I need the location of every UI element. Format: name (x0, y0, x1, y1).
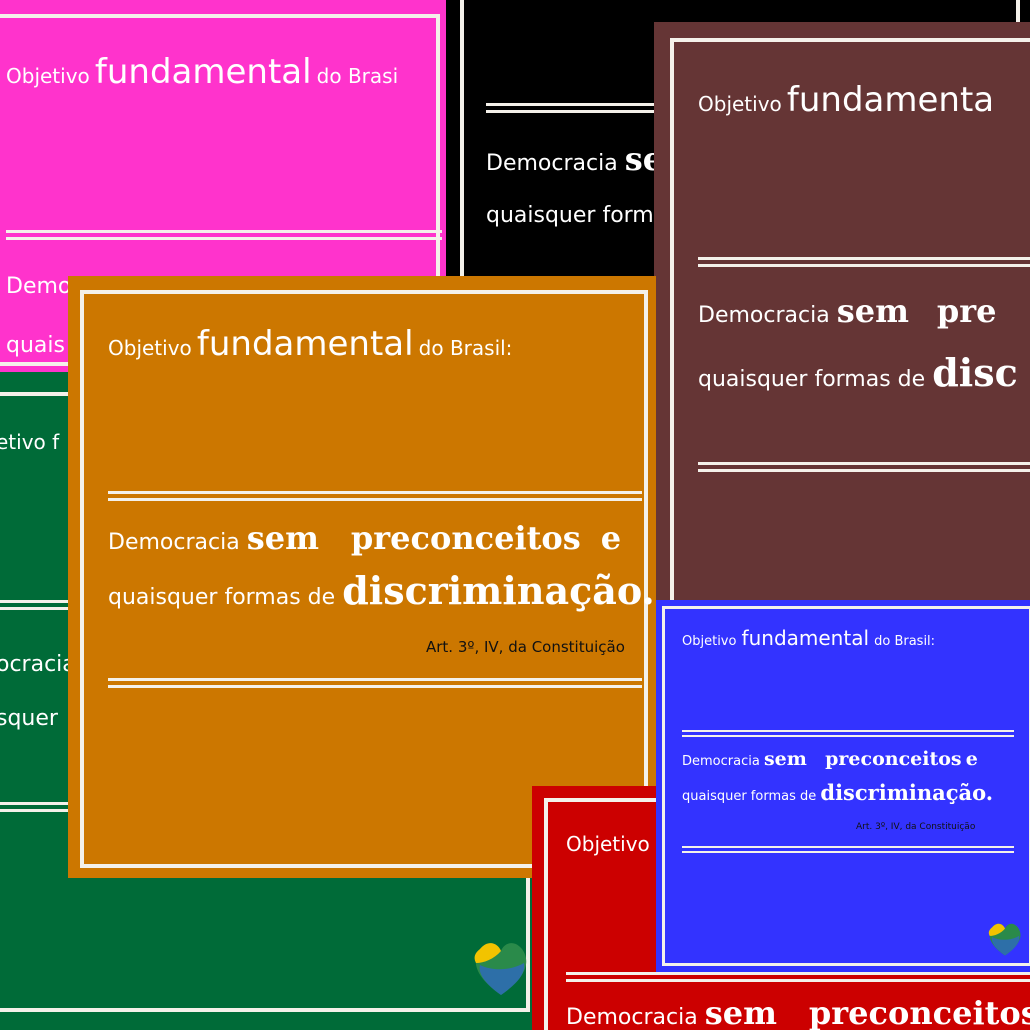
card-brown-line1-bold-1: sem (836, 292, 909, 330)
card-pink-line2: quais (6, 333, 65, 358)
card-blue-line1-bold-2: preconceitos (825, 748, 962, 770)
card-blue-reference: Art. 3º, IV, da Constituição (856, 822, 976, 832)
card-blue-line1-small: Democracia (682, 754, 760, 769)
card-pink-title-big: fundamental (94, 52, 312, 92)
heart-logo-icon (988, 923, 1021, 956)
card-green-title: etivo f (0, 430, 59, 454)
card-brown-rule-2 (698, 462, 1030, 472)
card-blue-title: Objetivo fundamental do Brasil: (682, 626, 935, 650)
card-brown-rule-1 (698, 257, 1030, 267)
card-orange-line2-small: quaisquer formas de (108, 585, 336, 610)
card-brown-title-small: Objetivo (698, 92, 782, 116)
card-orange-line2: quaisquer formas de discriminação. (108, 568, 655, 613)
card-orange-line1: Democracia sem preconceitos e (108, 519, 621, 557)
card-red-line1: Democracia sem preconceitos e (566, 994, 1030, 1030)
card-black-line1: Democracia se (486, 140, 663, 178)
card-blue-line1-bold-1: sem (763, 748, 807, 770)
card-brown-line1: Democracia sem pre (698, 292, 997, 330)
card-orange-rule-1 (108, 491, 642, 501)
card-blue-rule-1 (682, 730, 1014, 737)
card-green-line2: squer (0, 706, 58, 731)
card-blue-title-small-1: Objetivo (682, 634, 737, 649)
card-brown-frame (670, 38, 1030, 658)
heart-logo-icon (474, 943, 527, 995)
card-orange-line1-bold-3: e (600, 519, 622, 557)
card-blue: Objetivo fundamental do Brasil: Democrac… (656, 600, 1030, 972)
card-orange-reference: Art. 3º, IV, da Constituição (426, 638, 625, 656)
card-red-line1-bold-1: sem (704, 994, 777, 1030)
card-brown: Objetivo fundamenta Democracia sem pre q… (654, 22, 1030, 678)
card-orange-title-big: fundamental (196, 324, 414, 364)
card-black-line2: quaisquer form (486, 203, 654, 228)
card-orange-line1-small: Democracia (108, 530, 240, 555)
card-red-rule (566, 972, 1030, 982)
card-green-title-text: etivo f (0, 430, 60, 454)
card-blue-line2-bold: discriminação. (820, 780, 994, 805)
card-green-rule-2 (0, 802, 80, 812)
card-blue-line1-bold-3: e (965, 748, 978, 770)
card-pink-title: Objetivo fundamental do Brasi (6, 52, 398, 92)
card-orange-line1-bold-2: preconceitos (350, 519, 581, 557)
card-blue-line2-small: quaisquer formas de (682, 789, 817, 804)
card-blue-line2: quaisquer formas de discriminação. (682, 780, 993, 805)
card-black-line1-small: Democracia (486, 151, 618, 176)
card-red-title: Objetivo f (566, 832, 663, 856)
card-red-line1-small: Democracia (566, 1005, 698, 1030)
card-orange-rule-2 (108, 678, 642, 688)
card-pink-rule (6, 230, 442, 240)
card-orange-line1-bold-1: sem (246, 519, 319, 557)
card-blue-title-small-2: do Brasil: (874, 634, 936, 649)
card-brown-line2: quaisquer formas de disc (698, 350, 1018, 395)
card-orange-title: Objetivo fundamental do Brasil: (108, 324, 512, 364)
card-pink-title-small-1: Objetivo (6, 64, 90, 88)
card-green-rule-1 (0, 600, 80, 610)
card-brown-line1-small: Democracia (698, 303, 830, 328)
card-orange-title-small-1: Objetivo (108, 336, 192, 360)
card-blue-title-big: fundamental (741, 626, 870, 650)
card-brown-title-big: fundamenta (786, 80, 995, 120)
card-blue-rule-2 (682, 846, 1014, 853)
card-orange: Objetivo fundamental do Brasil: Democrac… (68, 276, 656, 878)
card-red-title-text: Objetivo f (566, 832, 664, 856)
card-pink-title-small-2: do Brasi (316, 64, 399, 88)
card-brown-line2-small: quaisquer formas de (698, 367, 926, 392)
card-red-line1-bold-2: preconceitos (808, 994, 1030, 1030)
card-blue-line1: Democracia sem preconceitos e (682, 748, 978, 770)
card-green-line1: ocracia (0, 652, 76, 677)
card-brown-title: Objetivo fundamenta (698, 80, 994, 120)
card-brown-line2-bold: disc (932, 350, 1018, 395)
card-orange-line2-bold: discriminação. (342, 568, 655, 613)
card-black-rule (486, 103, 686, 113)
card-brown-line1-bold-2: pre (936, 292, 997, 330)
card-orange-title-small-2: do Brasil: (418, 336, 513, 360)
